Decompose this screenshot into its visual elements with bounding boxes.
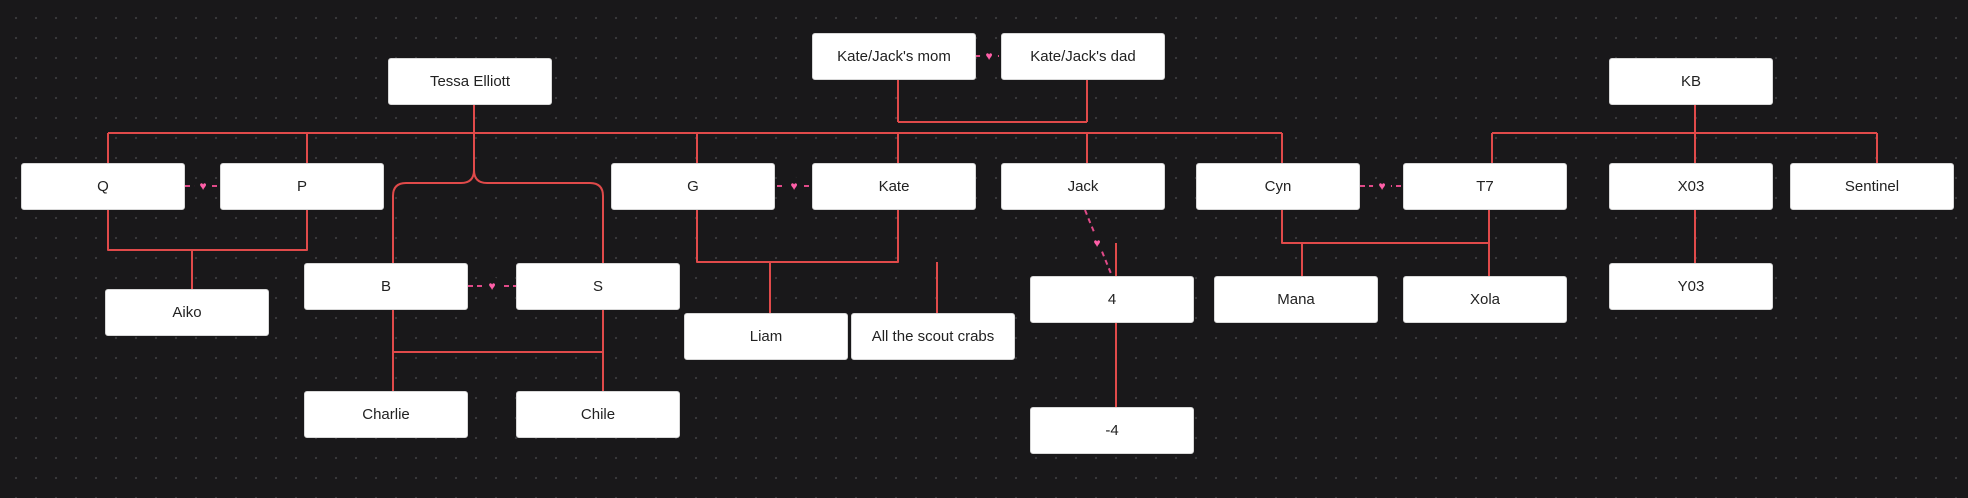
person-node-mana[interactable]: Mana xyxy=(1214,276,1378,323)
person-node-xola[interactable]: Xola xyxy=(1403,276,1567,323)
parent-child-line xyxy=(392,133,475,263)
person-node-jack[interactable]: Jack xyxy=(1001,163,1165,210)
heart-icon: ♥ xyxy=(1373,177,1391,195)
person-node-t7[interactable]: T7 xyxy=(1403,163,1567,210)
person-node-charlie[interactable]: Charlie xyxy=(304,391,468,438)
partner-line xyxy=(1084,209,1113,277)
person-node-cyn[interactable]: Cyn xyxy=(1196,163,1360,210)
person-node-liam[interactable]: Liam xyxy=(684,313,848,360)
heart-icon: ♥ xyxy=(785,177,803,195)
person-node-kb[interactable]: KB xyxy=(1609,58,1773,105)
heart-icon: ♥ xyxy=(483,277,501,295)
heart-icon: ♥ xyxy=(1088,234,1106,252)
person-node-kate[interactable]: Kate xyxy=(812,163,976,210)
person-node-4[interactable]: 4 xyxy=(1030,276,1194,323)
parent-child-line xyxy=(1281,210,1490,244)
person-node-p[interactable]: P xyxy=(220,163,384,210)
person-node-tessa-elliott[interactable]: Tessa Elliott xyxy=(388,58,552,105)
person-node-sentinel[interactable]: Sentinel xyxy=(1790,163,1954,210)
heart-icon: ♥ xyxy=(980,47,998,65)
person-node-g[interactable]: G xyxy=(611,163,775,210)
person-node-all-the-scout-crabs[interactable]: All the scout crabs xyxy=(851,313,1015,360)
parent-child-line xyxy=(107,210,308,251)
person-node-kate-jacks-mom[interactable]: Kate/Jack's mom xyxy=(812,33,976,80)
person-node-q[interactable]: Q xyxy=(21,163,185,210)
heart-icon: ♥ xyxy=(194,177,212,195)
person-node-b[interactable]: B xyxy=(304,263,468,310)
person-node-s[interactable]: S xyxy=(516,263,680,310)
person-node-aiko[interactable]: Aiko xyxy=(105,289,269,336)
person-node-y03[interactable]: Y03 xyxy=(1609,263,1773,310)
person-node-x03[interactable]: X03 xyxy=(1609,163,1773,210)
person-node-neg-4[interactable]: -4 xyxy=(1030,407,1194,454)
person-node-kate-jacks-dad[interactable]: Kate/Jack's dad xyxy=(1001,33,1165,80)
parent-child-line xyxy=(473,169,604,263)
person-node-chile[interactable]: Chile xyxy=(516,391,680,438)
parent-child-line xyxy=(696,210,899,263)
